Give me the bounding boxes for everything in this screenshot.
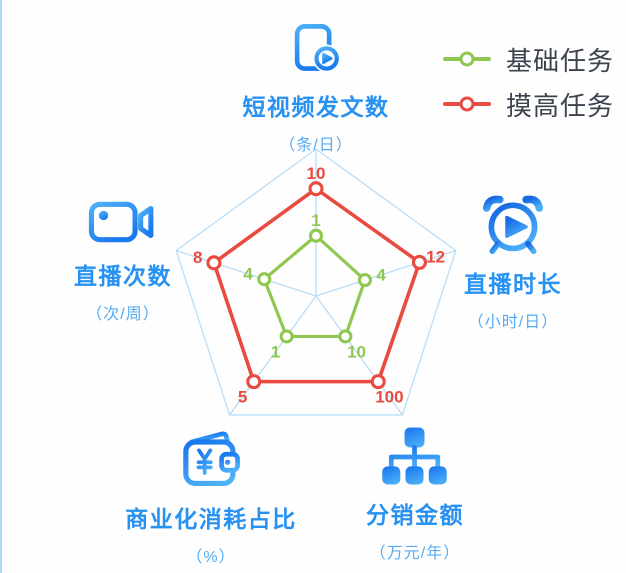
data-point-marker — [308, 181, 324, 197]
axis-title-live-duration: 直播时长 — [464, 271, 562, 297]
legend-dot-stretch-icon — [459, 96, 475, 112]
value-label: 4 — [243, 264, 253, 283]
legend-item-stretch: 摸高任务 — [443, 89, 614, 121]
alarm-clock-play-icon — [482, 195, 544, 255]
data-point-marker — [338, 329, 353, 344]
series-polygon-basic — [262, 234, 367, 339]
left-border-line — [0, 0, 2, 573]
axis-title-live-count: 直播次数 — [74, 263, 172, 289]
grid-spoke — [315, 249, 457, 297]
video-document-play-icon — [294, 24, 341, 73]
axis-unit-live-count: （次/周） — [86, 306, 160, 323]
legend-dot-basic-icon — [459, 51, 475, 67]
value-label: 8 — [193, 248, 202, 267]
data-point-marker — [279, 329, 294, 344]
axis-unit-live-duration: （小时/日） — [467, 314, 559, 331]
video-camera-icon — [88, 201, 154, 243]
axis-unit-short-video-posts: （条/日） — [279, 137, 353, 154]
value-label: 12 — [426, 248, 445, 267]
axis-group-live-duration: 直播时长 （小时/日） — [464, 194, 562, 332]
axis-group-commercial-consumption: 商业化消耗占比 （%） — [125, 425, 297, 567]
legend-marker-stretch-icon — [443, 96, 491, 112]
legend-marker-basic-icon — [443, 51, 491, 67]
grid-spoke — [175, 249, 317, 297]
data-point-marker — [257, 272, 272, 287]
data-point-marker — [411, 254, 428, 270]
value-label: 1 — [271, 342, 280, 361]
axis-title-commercial-consumption: 商业化消耗占比 — [125, 506, 297, 532]
data-point-marker — [206, 255, 222, 271]
distribution-network-icon — [382, 427, 447, 485]
data-point-marker — [246, 374, 262, 390]
legend: 基础任务 摸高任务 — [443, 44, 614, 121]
data-point-marker — [370, 374, 386, 390]
value-label: 5 — [238, 387, 247, 406]
axis-unit-distribution-amount: （万元/年） — [369, 545, 461, 562]
axis-title-short-video-posts: 短视频发文数 — [242, 94, 390, 120]
series-polygon-stretch — [212, 186, 422, 384]
data-point-marker — [308, 228, 324, 243]
legend-label-basic: 基础任务 — [506, 45, 615, 76]
axis-title-distribution-amount: 分销金额 — [366, 502, 464, 528]
grid-pentagon — [175, 148, 457, 416]
data-point-marker — [357, 273, 372, 288]
value-label: 4 — [376, 265, 386, 284]
axis-group-short-video-posts: 短视频发文数 （条/日） — [243, 21, 390, 155]
wallet-yuan-icon — [183, 431, 240, 486]
grid-spoke — [229, 295, 317, 416]
value-label: 10 — [347, 342, 366, 361]
grid-spoke — [315, 295, 403, 416]
legend-label-stretch: 摸高任务 — [506, 90, 615, 121]
value-label: 100 — [375, 387, 403, 406]
axis-group-live-count: 直播次数 （次/周） — [74, 196, 172, 324]
legend-item-basic: 基础任务 — [443, 44, 614, 76]
value-label: 10 — [307, 164, 326, 183]
axis-unit-commercial-consumption: （%） — [186, 549, 236, 566]
value-label: 1 — [311, 211, 320, 230]
axis-group-distribution-amount: 分销金额 （万元/年） — [366, 425, 464, 563]
